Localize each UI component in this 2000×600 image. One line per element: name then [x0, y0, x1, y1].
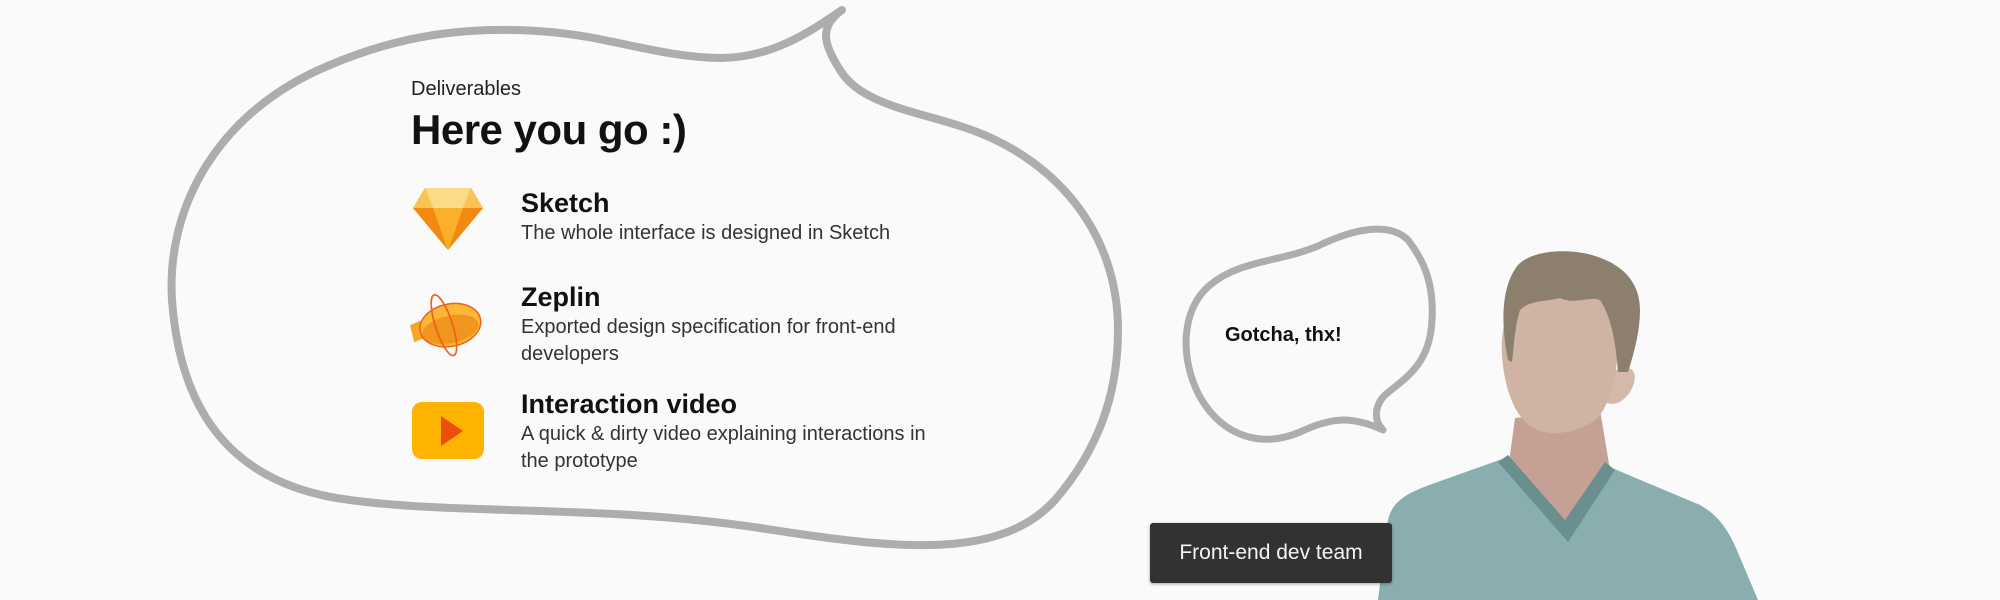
deliverable-description: The whole interface is designed in Sketc… [521, 222, 891, 244]
large-speech-bubble [167, 6, 1122, 550]
sketch-diamond-icon [413, 188, 483, 250]
deliverable-description: Exported design specification for front-… [521, 316, 896, 365]
person-hair [1503, 251, 1640, 372]
play-video-icon [412, 402, 484, 459]
small-speech-bubble [1182, 225, 1436, 443]
zeplin-blimp-icon [410, 293, 482, 357]
reply-bubble-text: Gotcha, thx! [1225, 324, 1342, 346]
deliverable-title: Interaction video [521, 389, 738, 419]
deliverable-item-interaction-video: Interaction video A quick & dirty video … [411, 387, 931, 477]
section-eyebrow: Deliverables [411, 78, 522, 100]
deliverable-description: A quick & dirty video explaining interac… [521, 423, 926, 472]
deliverable-item-zeplin: Zeplin Exported design specification for… [410, 280, 931, 370]
deliverable-title: Sketch [521, 188, 610, 218]
deliverable-title: Zeplin [521, 282, 601, 312]
person-collar [1498, 455, 1615, 542]
deliverable-item-sketch: Sketch The whole interface is designed i… [411, 186, 931, 276]
front-end-team-button[interactable]: Front-end dev team [1150, 523, 1392, 583]
section-title: Here you go :) [411, 106, 687, 153]
person-face [1501, 280, 1618, 434]
deliverables-header: Deliverables Here you go :) [411, 75, 931, 155]
